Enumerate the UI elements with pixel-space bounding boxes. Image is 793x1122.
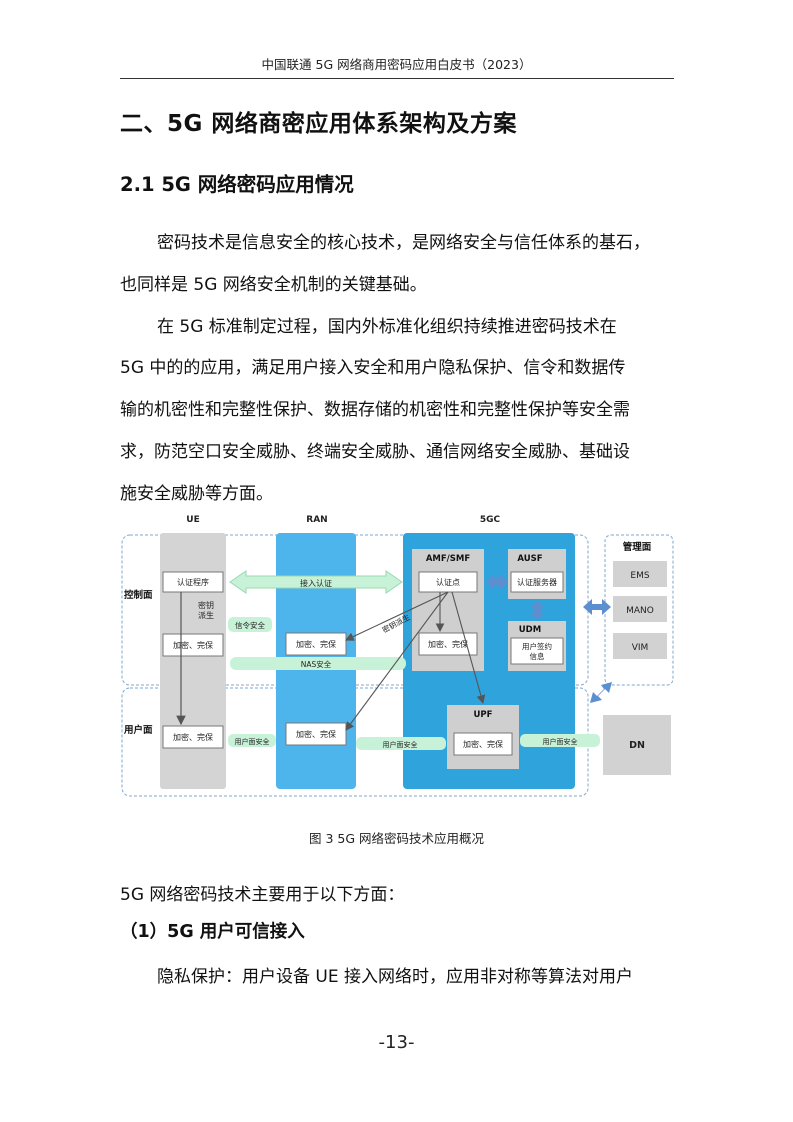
udm-label: UDM [519,625,541,635]
mano-label: MANO [626,606,654,616]
ue-enc-up-label: 加密、完保 [173,732,213,742]
control-plane-label: 控制面 [124,589,153,601]
amf-ausf-arrow [486,574,508,590]
signaling-security-tag [228,617,272,632]
col-ue-label: UE [186,515,199,525]
col-5gc-label: 5GC [480,515,501,525]
user-sub-label: 信息 [530,651,545,661]
subsection-title: 2.1 5G 网络密码应用情况 [120,173,354,196]
mgmt-core-arrow [583,599,611,615]
upf-enc-label: 加密、完保 [463,739,503,749]
upf-label: UPF [474,710,493,720]
ue-column [160,533,226,789]
mgmt-user-arrow [590,682,612,703]
section-title: 二、5G 网络商密应用体系架构及方案 [120,111,517,137]
up-security-label-mid: 用户面安全 [383,740,418,749]
ue-enc-cp-label: 加密、完保 [173,640,213,650]
paragraph-line: 也同样是 5G 网络安全机制的关键基础。 [120,275,427,295]
up-security-tube-left [228,734,276,747]
vim-label: VIM [632,643,649,653]
key-derive-arrow-upf [451,591,486,705]
ran-enc-cp-label: 加密、完保 [296,639,336,649]
ran-enc-up-label: 加密、完保 [296,729,336,739]
ue-enc-cp-box [162,633,224,657]
up-security-tube-mid [356,737,446,750]
ausf-label: AUSF [517,554,542,564]
item-title: （1）5G 用户可信接入 [120,922,305,942]
nas-security-label: NAS安全 [301,659,332,669]
user-sub-box [510,637,564,665]
core-enc-box [418,632,478,656]
nas-security-tube [230,657,406,670]
paragraph-line: 在 5G 标准制定过程，国内外标准化组织持续推进密码技术在 [157,317,617,337]
paragraph-line: 输的机密性和完整性保护、数据存储的机密性和完整性保护等安全需 [120,400,630,420]
user-plane-label: 用户面 [123,724,153,736]
running-header: 中国联通 5G 网络商用密码应用白皮书（2023） [261,57,532,72]
ausf-udm-arrow [529,601,545,620]
key-derive-arrow-ran-cp [345,591,449,641]
core-enc-label: 加密、完保 [428,639,468,649]
paragraph-line: 施安全威胁等方面。 [120,484,273,504]
ran-enc-cp-box [285,632,347,656]
auth-server-label: 认证服务器 [517,577,557,587]
figure-caption: 图 3 5G 网络密码技术应用概况 [308,831,484,846]
dn-label: DN [629,740,645,751]
ue-key-derive-label: 派生 [198,610,214,620]
vim-box [613,633,667,659]
paragraph-line: 5G 网络密码技术主要用于以下方面： [120,885,405,905]
ue-key-derive-label: 密钥 [198,600,214,610]
key-derive-arrow-ran-up [345,591,449,731]
page-number: -13- [378,1032,415,1053]
header-divider [120,78,674,79]
up-security-label-right: 用户面安全 [543,737,578,746]
user-sub-label: 用户签约 [522,641,552,651]
signaling-security-label: 信令安全 [235,620,265,630]
auth-point-label: 认证点 [436,577,460,587]
paragraph-line: 隐私保护：用户设备 UE 接入网络时，应用非对称等算法对用户 [157,967,633,987]
paragraph-line: 求，防范空口安全威胁、终端安全威胁、通信网络安全威胁、基础设 [120,442,630,462]
access-auth-label: 接入认证 [300,578,332,588]
ue-auth-program-label: 认证程序 [177,577,209,587]
ran-enc-up-box [285,722,347,746]
access-auth-arrow [229,570,403,594]
auth-server-box [510,571,564,593]
ems-box [613,561,667,587]
paragraph-line: 5G 中的的应用，满足用户接入安全和用户隐私保护、信令和数据传 [120,358,626,378]
dn-box [603,715,671,775]
upf-enc-box [453,732,513,756]
col-ran-label: RAN [306,515,327,525]
mgmt-label: 管理面 [623,541,652,553]
ems-label: EMS [630,571,649,581]
ue-enc-up-box [162,725,224,749]
ue-auth-program-box [162,571,224,593]
up-security-label-left: 用户面安全 [235,737,270,746]
paragraph-line: 密码技术是信息安全的核心技术，是网络安全与信任体系的基石， [157,233,650,253]
architecture-diagram: UE RAN 5GC 控制面 用户面 管理面 EMS MANO VIM DN 认… [121,515,674,797]
up-security-tube-right [520,734,600,747]
amf-smf-label: AMF/SMF [426,554,471,564]
mano-box [613,596,667,622]
